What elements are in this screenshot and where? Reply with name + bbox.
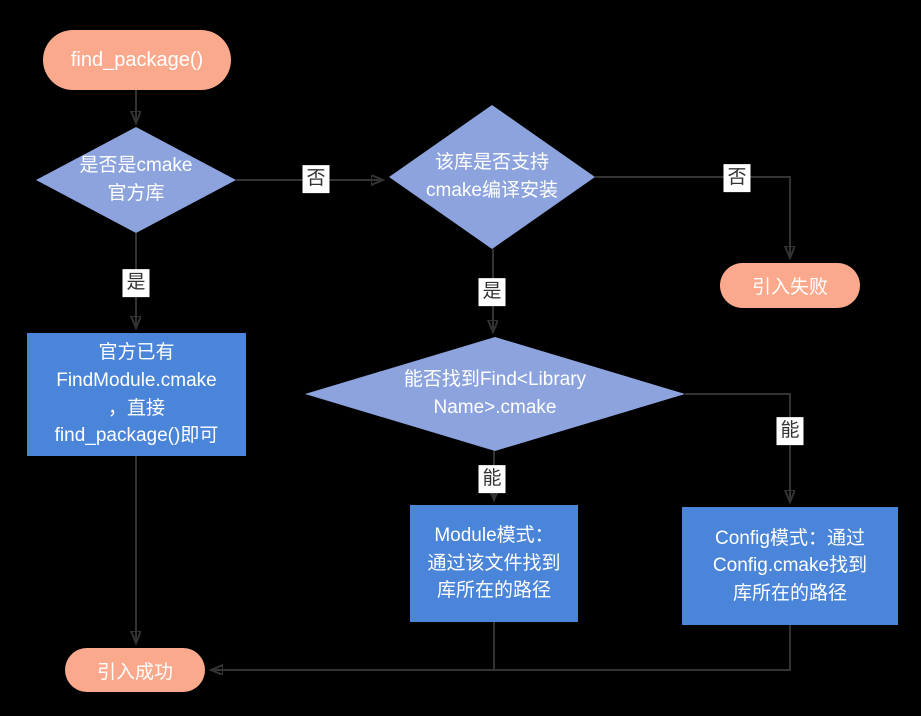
edge-label-can-2: 能: [776, 417, 804, 445]
module-mode-box: Module模式： 通过该文件找到 库所在的路径: [410, 505, 578, 622]
connector-decision2-no-to-fail: [595, 176, 790, 256]
success-node: 引入成功: [65, 648, 205, 692]
config-mode-box: Config模式：通过 Config.cmake找到 库所在的路径: [682, 507, 898, 625]
connector-decision3-can-to-config: [685, 393, 790, 500]
edge-label-yes-2: 是: [478, 278, 506, 306]
fail-node: 引入失败: [720, 263, 860, 308]
edge-label-no-1: 否: [302, 165, 330, 193]
edge-label-can-1: 能: [478, 465, 506, 493]
start-node: find_package(): [43, 30, 231, 90]
edge-label-yes-1: 是: [122, 269, 150, 297]
official-findmodule-box: 官方已有 FindModule.cmake ，直接 find_package()…: [27, 333, 246, 456]
edge-label-no-2: 否: [723, 164, 751, 192]
connector-config-to-success: [213, 625, 791, 670]
